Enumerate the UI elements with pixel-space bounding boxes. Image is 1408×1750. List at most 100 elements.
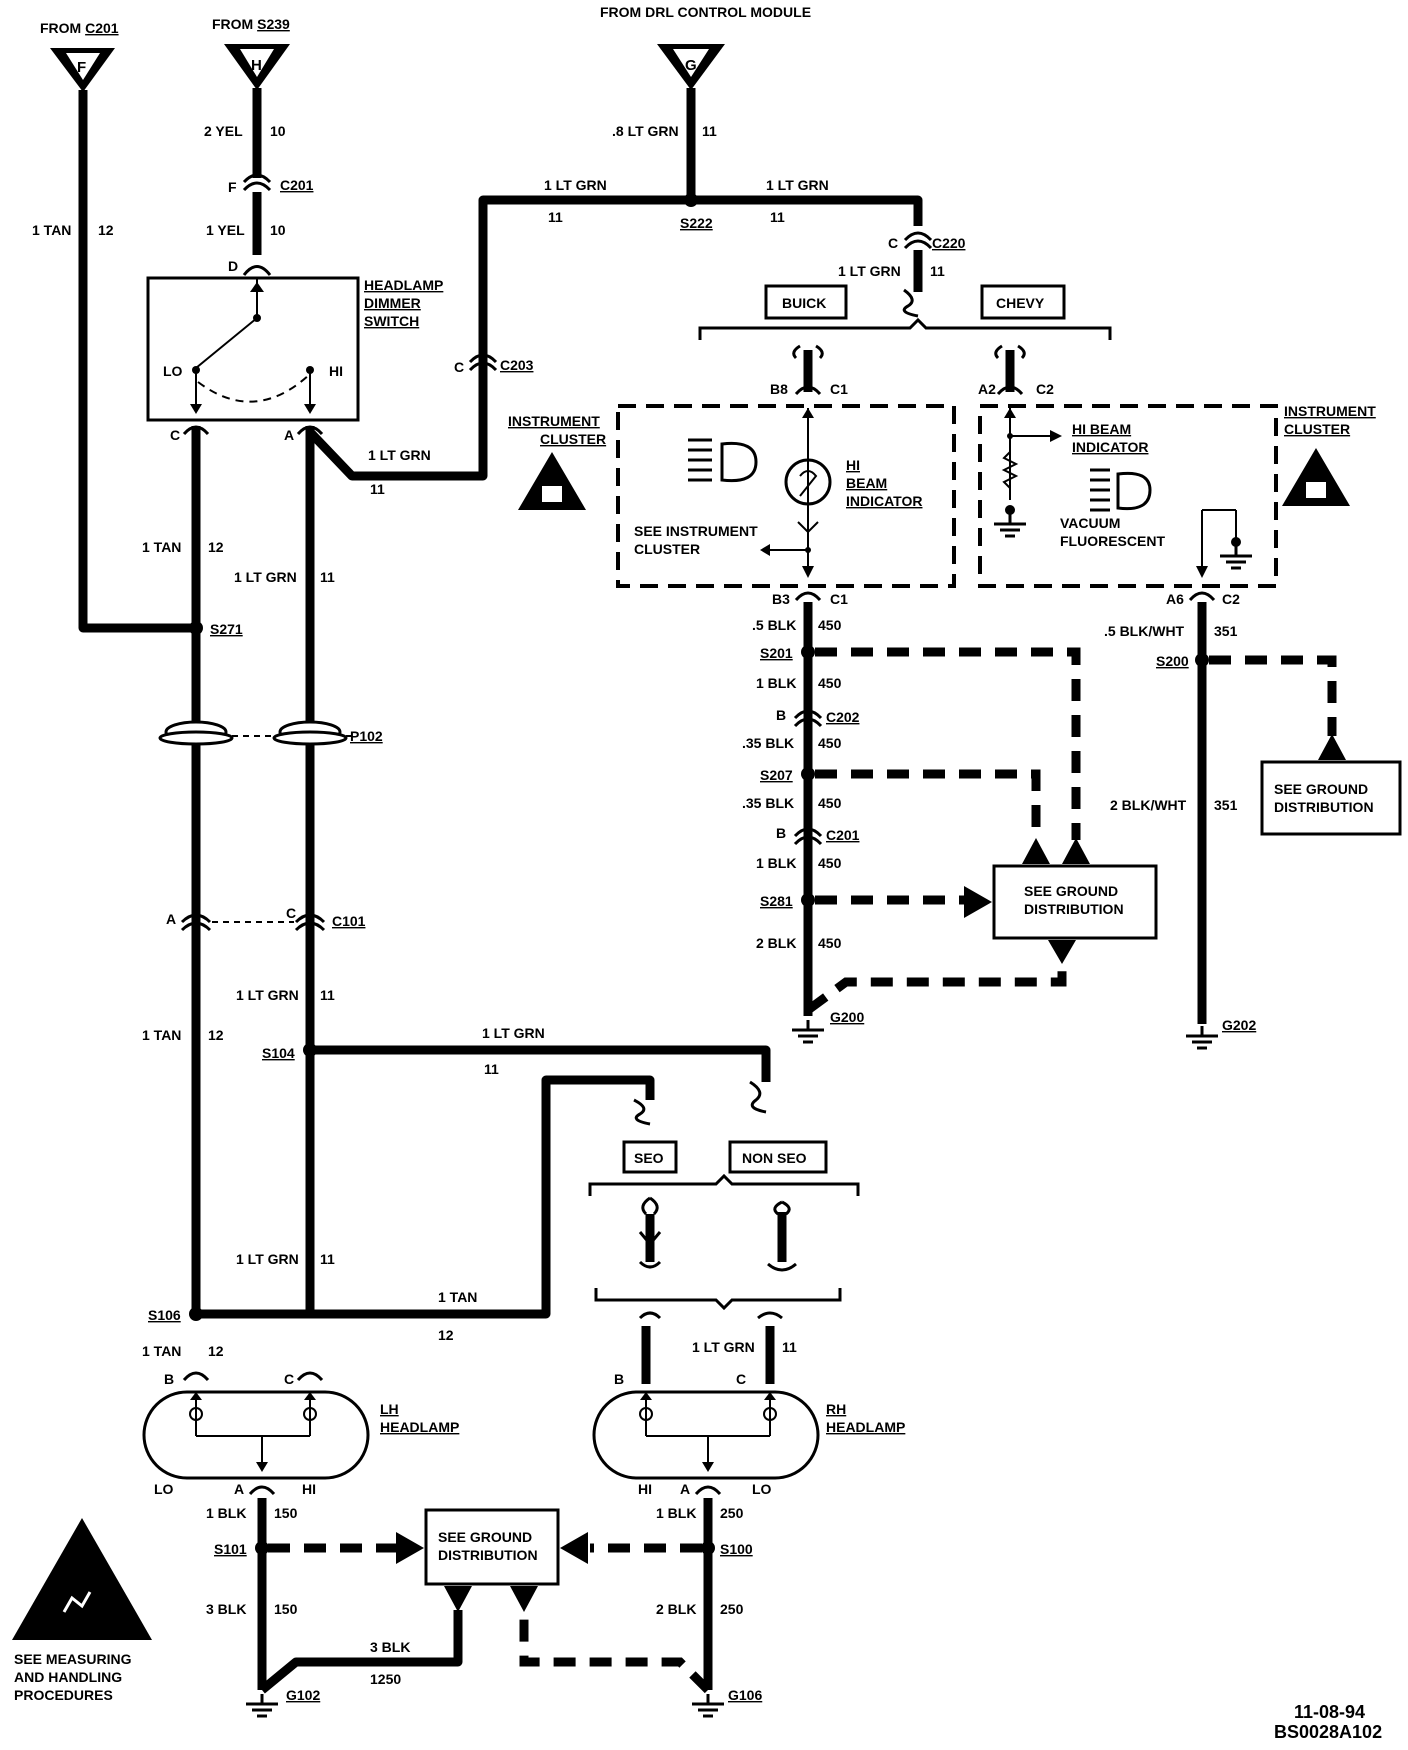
svg-text:.35 BLK: .35 BLK	[742, 795, 794, 811]
svg-text:1250: 1250	[370, 1671, 401, 1687]
svg-text:1 TAN: 1 TAN	[142, 1027, 181, 1043]
svg-text:B: B	[164, 1371, 174, 1387]
source-f: FROM C201 F	[40, 20, 119, 92]
svg-text:C203: C203	[500, 357, 534, 373]
svg-text:S100: S100	[720, 1541, 753, 1557]
svg-text:351: 351	[1214, 623, 1238, 639]
svg-text:BS0028A102: BS0028A102	[1274, 1722, 1382, 1742]
wire-cluster-ground-351: A6 C2 .5 BLK/WHT 351 S200 2 BLK/WHT 351 …	[1104, 591, 1337, 1050]
svg-text:150: 150	[274, 1601, 298, 1617]
svg-text:10: 10	[270, 222, 286, 238]
svg-text:1 LT GRN: 1 LT GRN	[838, 263, 901, 279]
svg-text:3 BLK: 3 BLK	[206, 1601, 246, 1617]
svg-text:INDICATOR: INDICATOR	[846, 493, 922, 509]
headlamp-dimmer-switch: LO HI HEADLAMP DIMMER SWITCH C A	[146, 276, 443, 443]
lh-headlamp: B C LH HEADLAMP LO A HI	[142, 1371, 459, 1497]
svg-text:450: 450	[818, 617, 842, 633]
svg-text:11: 11	[320, 1251, 335, 1267]
svg-text:1 LT GRN: 1 LT GRN	[692, 1339, 755, 1355]
svg-text:C1: C1	[830, 381, 848, 397]
rh-ground-path: 1 BLK 250 S100 2 BLK 250 G106	[519, 1498, 762, 1718]
source-h: FROM S239 H	[212, 16, 290, 90]
svg-text:1 YEL: 1 YEL	[206, 222, 245, 238]
svg-text:C2: C2	[1036, 381, 1054, 397]
wire-hi-ltgrn: 1 LT GRN 11 1 LT GRN 11 1 LT GRN 11 1 LT…	[234, 370, 488, 1312]
svg-text:A: A	[284, 427, 294, 443]
svg-text:1 LT GRN: 1 LT GRN	[368, 447, 431, 463]
svg-text:S281: S281	[760, 893, 793, 909]
svg-text:450: 450	[818, 675, 842, 691]
lh-ground-path: 1 BLK 150 S101 3 BLK 150 3 BLK 1250 G102	[206, 1498, 463, 1718]
svg-text:A6: A6	[1166, 591, 1184, 607]
ground-distribution-middle: SEE GROUND DISTRIBUTION	[964, 838, 1158, 964]
svg-text:CLUSTER: CLUSTER	[1284, 421, 1350, 437]
svg-text:150: 150	[274, 1505, 298, 1521]
svg-text:1 LT GRN: 1 LT GRN	[236, 987, 299, 1003]
svg-text:S271: S271	[210, 621, 243, 637]
svg-text:S207: S207	[760, 767, 793, 783]
svg-text:11: 11	[770, 209, 785, 225]
svg-text:C: C	[736, 1371, 746, 1387]
svg-text:C2: C2	[1222, 591, 1240, 607]
svg-text:G106: G106	[728, 1687, 762, 1703]
svg-text:C: C	[284, 1371, 294, 1387]
svg-text:C101: C101	[332, 913, 366, 929]
svg-text:B: B	[776, 825, 786, 841]
svg-text:FROM C201: FROM C201	[40, 20, 119, 36]
svg-text:.35 BLK: .35 BLK	[742, 735, 794, 751]
svg-text:12: 12	[98, 222, 114, 238]
svg-text:LO: LO	[752, 1481, 772, 1497]
svg-text:CHEVY: CHEVY	[996, 295, 1045, 311]
svg-text:A2: A2	[978, 381, 996, 397]
svg-text:450: 450	[818, 735, 842, 751]
svg-text:450: 450	[818, 795, 842, 811]
svg-text:450: 450	[818, 935, 842, 951]
splice-s106: S106 1 TAN 12	[148, 1075, 655, 1343]
svg-text:LO: LO	[163, 363, 183, 379]
svg-text:1 TAN: 1 TAN	[438, 1289, 477, 1305]
svg-text:F: F	[77, 59, 86, 76]
svg-text:RH: RH	[826, 1401, 846, 1417]
svg-text:A: A	[680, 1481, 690, 1497]
svg-text:FLUORESCENT: FLUORESCENT	[1060, 533, 1165, 549]
svg-text:1 LT GRN: 1 LT GRN	[482, 1025, 545, 1041]
svg-text:DISTRIBUTION: DISTRIBUTION	[438, 1547, 538, 1563]
svg-text:1 LT GRN: 1 LT GRN	[234, 569, 297, 585]
ground-distribution-right: SEE GROUND DISTRIBUTION	[1260, 734, 1402, 836]
seo-options: SEO NON SEO	[588, 1140, 860, 1311]
svg-text:BUICK: BUICK	[782, 295, 826, 311]
svg-text:HEADLAMP: HEADLAMP	[826, 1419, 905, 1435]
svg-text:F: F	[228, 179, 237, 195]
measuring-handling-symbol: SEE MEASURING AND HANDLING PROCEDURES	[12, 1518, 152, 1703]
wire-lo-tan: 1 TAN 12 1 TAN 12 1 TAN 12	[142, 426, 224, 1359]
svg-text:S106: S106	[148, 1307, 181, 1323]
svg-text:11: 11	[320, 569, 335, 585]
buick-chevy-options: BUICK CHEVY	[698, 284, 1112, 392]
svg-text:1 BLK: 1 BLK	[756, 675, 796, 691]
svg-text:351: 351	[1214, 797, 1238, 813]
svg-text:1 LT GRN: 1 LT GRN	[544, 177, 607, 193]
svg-text:S101: S101	[214, 1541, 247, 1557]
svg-text:C: C	[286, 905, 296, 921]
svg-text:1 LT GRN: 1 LT GRN	[236, 1251, 299, 1267]
svg-text:P102: P102	[350, 728, 383, 744]
svg-text:250: 250	[720, 1505, 744, 1521]
svg-text:HI: HI	[638, 1481, 652, 1497]
svg-text:HI: HI	[329, 363, 343, 379]
svg-text:B: B	[614, 1371, 624, 1387]
svg-text:.8 LT GRN: .8 LT GRN	[612, 123, 679, 139]
svg-text:C201: C201	[280, 177, 314, 193]
svg-text:10: 10	[270, 123, 286, 139]
svg-text:SEE MEASURING: SEE MEASURING	[14, 1651, 132, 1667]
svg-text:S222: S222	[680, 215, 713, 231]
svg-text:11: 11	[320, 987, 335, 1003]
svg-text:11: 11	[702, 123, 717, 139]
ground-distribution-bottom: SEE GROUND DISTRIBUTION	[396, 1508, 588, 1612]
svg-text:HI: HI	[302, 1481, 316, 1497]
svg-text:1 TAN: 1 TAN	[142, 1343, 181, 1359]
rh-feeds: 1 LT GRN 11	[638, 1311, 797, 1384]
svg-text:A: A	[166, 911, 176, 927]
svg-text:S104: S104	[262, 1045, 295, 1061]
wire-drl-ltgrn: .8 LT GRN 11 S222 1 LT GRN 11 1 LT GRN 1…	[454, 88, 966, 375]
svg-text:B3: B3	[772, 591, 790, 607]
